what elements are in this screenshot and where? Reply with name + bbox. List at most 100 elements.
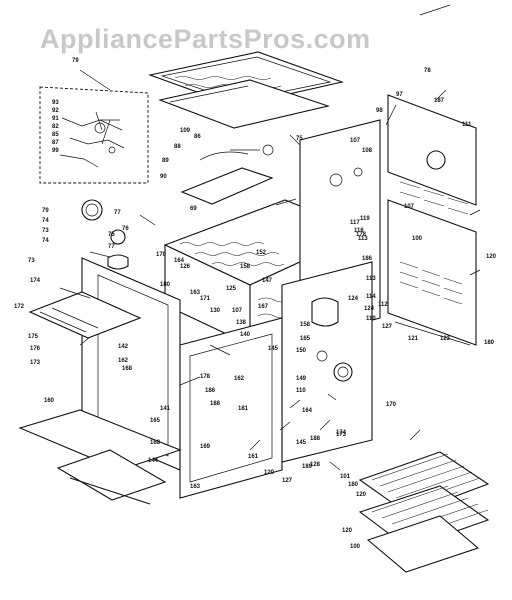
callout-number: 181 (238, 406, 249, 412)
callout-number: 79 (72, 58, 79, 64)
top-insulation-panel (158, 79, 331, 129)
callout-number: 152 (256, 250, 267, 256)
callout-number: 107 (232, 308, 243, 314)
callout-number: 120 (486, 254, 497, 260)
callout-number: 75 (108, 232, 115, 238)
callout-number: 100 (350, 544, 361, 550)
callout-number: 145 (296, 440, 307, 446)
callout-number: 160 (44, 398, 55, 404)
callout-number: 101 (340, 474, 351, 480)
callout-number: 123 (440, 336, 451, 342)
callout-number: 180 (348, 482, 359, 488)
callout-number: 145 (268, 346, 279, 352)
callout-number: 74 (42, 218, 49, 224)
callout-number: 92 (52, 108, 59, 114)
callout-number: 188 (210, 401, 221, 407)
oven-rack-assembly (358, 451, 490, 573)
wiring-inset-box (39, 86, 149, 184)
callout-number: 113 (358, 236, 368, 242)
callout-number: 188 (310, 436, 321, 442)
callout-number: 108 (362, 148, 373, 154)
callout-number: 174 (30, 278, 41, 284)
callout-number: 175 (28, 334, 39, 340)
callout-number: 78 (424, 68, 431, 74)
side-panel-front (281, 261, 373, 463)
callout-number: 180 (160, 282, 171, 288)
callout-number: 97 (396, 92, 403, 98)
callout-number: 69 (190, 206, 197, 212)
callout-number: 150 (296, 348, 307, 354)
callout-number: 178 (200, 374, 211, 380)
callout-number: 186 (362, 256, 373, 262)
callout-number: 74 (42, 238, 49, 244)
callout-number: 140 (240, 332, 251, 338)
callout-number: 114 (366, 294, 376, 300)
callout-number: 76 (122, 226, 129, 232)
callout-number: 77 (114, 210, 121, 216)
callout-number: 158 (240, 264, 251, 270)
callout-number: 110 (296, 388, 306, 394)
callout-number: 168 (150, 440, 161, 446)
callout-number: 89 (162, 158, 169, 164)
callout-number: 91 (52, 116, 59, 122)
callout-number: 126 (180, 264, 191, 270)
callout-number: 73 (28, 258, 35, 264)
callout-number: 111 (462, 122, 472, 128)
callout-number: 82 (52, 124, 59, 130)
callout-number: 164 (302, 408, 313, 414)
callout-number: 189 (302, 464, 313, 470)
callout-number: 171 (200, 296, 211, 302)
callout-number: 100 (412, 236, 423, 242)
callout-number: 141 (160, 406, 171, 412)
callout-number: 172 (14, 304, 25, 310)
callout-labels: 7993929182858799797473747776757773172174… (14, 58, 497, 550)
callout-number: 128 (310, 462, 321, 468)
callout-number: 169 (200, 444, 211, 450)
callout-number: 186 (205, 388, 216, 394)
callout-number: 107 (350, 138, 361, 144)
callout-number: 73 (42, 228, 49, 234)
callout-number: 149 (296, 376, 307, 382)
callout-number: 120 (264, 470, 275, 476)
side-panel-right (387, 199, 477, 346)
callout-number: 88 (174, 144, 181, 150)
callout-number: 187 (434, 98, 445, 104)
callout-number: 173 (336, 432, 347, 438)
callout-number: 167 (258, 304, 269, 310)
callout-number: 147 (262, 278, 273, 284)
callout-number: 116 (354, 228, 364, 234)
callout-number: 87 (52, 140, 59, 146)
bottom-door-panels (18, 409, 182, 505)
callout-number: 112 (378, 302, 388, 308)
callout-number: 127 (382, 324, 393, 330)
callout-number: 127 (282, 478, 293, 484)
callout-number: 85 (52, 132, 59, 138)
leader-lines (59, 4, 481, 471)
callout-number: 120 (342, 528, 353, 534)
callout-number: 180 (484, 340, 495, 346)
callout-number: 90 (160, 174, 167, 180)
callout-number: 158 (300, 322, 311, 328)
callout-number: 174 (336, 430, 347, 436)
callout-number: 161 (248, 454, 259, 460)
callout-number: 163 (190, 484, 201, 490)
callout-number: 162 (234, 376, 245, 382)
control-panel (387, 94, 477, 215)
callout-number: 124 (364, 306, 375, 312)
callout-number: 170 (386, 402, 397, 408)
callout-number: 113 (366, 276, 376, 282)
callout-number: 86 (194, 134, 201, 140)
callout-number: 124 (348, 296, 359, 302)
callout-number: 173 (30, 360, 41, 366)
callout-number: 165 (150, 418, 161, 424)
callout-number: 119 (360, 216, 370, 222)
callout-number: 121 (408, 336, 419, 342)
callout-number: 130 (210, 308, 221, 314)
callout-number: 138 (236, 320, 247, 326)
callout-number: 98 (376, 108, 383, 114)
callout-number: 163 (190, 290, 201, 296)
callout-number: 107 (404, 204, 415, 210)
callout-number: 142 (118, 344, 129, 350)
callout-number: 144 (148, 458, 159, 464)
